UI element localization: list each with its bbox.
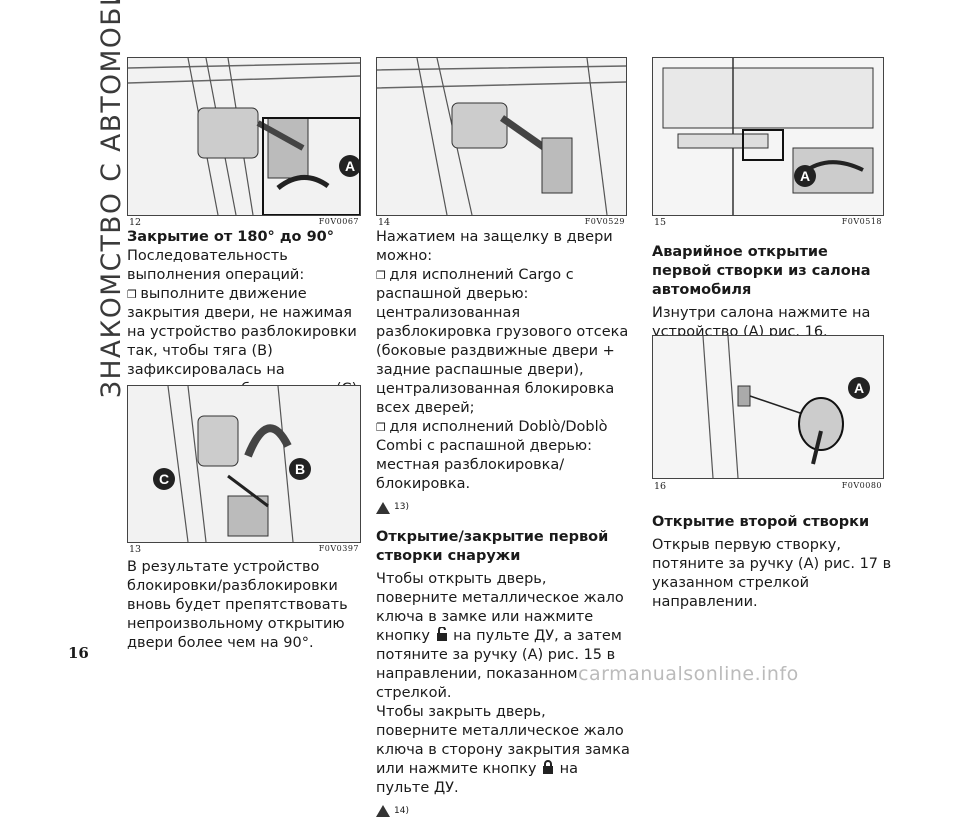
warning-note: 14) — [376, 802, 409, 821]
hinge-illustration-12: A — [128, 58, 360, 215]
watermark: carmanualsonline.info — [578, 663, 799, 685]
paragraph: Чтобы закрыть дверь, поверните металличе… — [376, 703, 630, 796]
paragraph: Чтобы открыть дверь, поверните металличе… — [376, 570, 624, 701]
figure-label: A — [854, 380, 864, 396]
figure-15: A — [652, 57, 884, 216]
rear-door-illustration-15: A — [653, 58, 883, 215]
paragraph: В результате устройство блокировки/разбл… — [127, 559, 348, 651]
section-heading: Закрытие от 180° до 90° — [127, 229, 334, 245]
figure-label: A — [800, 168, 810, 184]
column-3-text-lower: Открытие второй створки Открыв первую ст… — [652, 513, 892, 612]
hinge-illustration-14 — [377, 58, 626, 215]
column-3-text: Аварийное открытие первой створки из сал… — [652, 243, 892, 342]
section-heading: Открытие второй створки — [652, 514, 870, 530]
warning-note: 13) — [376, 498, 409, 517]
interior-handle-illustration-16: A — [653, 336, 883, 478]
bullet-item: для исполнений Doblò/Doblò Combi с распа… — [376, 418, 630, 494]
figure-16: A — [652, 335, 884, 479]
warning-icon — [376, 501, 390, 514]
section-heading: Аварийное открытие первой створки из сал… — [652, 244, 871, 298]
figure-14 — [376, 57, 627, 216]
section-heading: Открытие/закрытие первой створки снаружи — [376, 528, 609, 564]
figure-12: A — [127, 57, 361, 216]
page-number: 16 — [68, 644, 89, 662]
figure-label: B — [295, 461, 305, 477]
figure-label: C — [159, 471, 169, 487]
lock-key-icon — [543, 759, 554, 774]
paragraph: Открыв первую створку, потяните за ручку… — [652, 537, 892, 610]
chapter-side-title: ЗНАКОМСТВО С АВТОМОБИЛЕМ — [96, 0, 127, 398]
bullet-item: для исполнений Cargo с распашной дверью:… — [376, 266, 630, 418]
figure-label: A — [345, 158, 355, 174]
column-2-text: Нажатием на защелку в двери можно: для и… — [376, 228, 630, 823]
figure-13: C B — [127, 385, 361, 543]
paragraph: Последовательность выполнения операций: — [127, 248, 305, 283]
column-1-text-lower: В результате устройство блокировки/разбл… — [127, 558, 365, 653]
paragraph: Нажатием на защелку в двери можно: — [376, 229, 613, 264]
warning-icon — [376, 805, 390, 817]
hinge-illustration-13: C B — [128, 386, 360, 542]
unlock-key-icon — [436, 626, 447, 641]
